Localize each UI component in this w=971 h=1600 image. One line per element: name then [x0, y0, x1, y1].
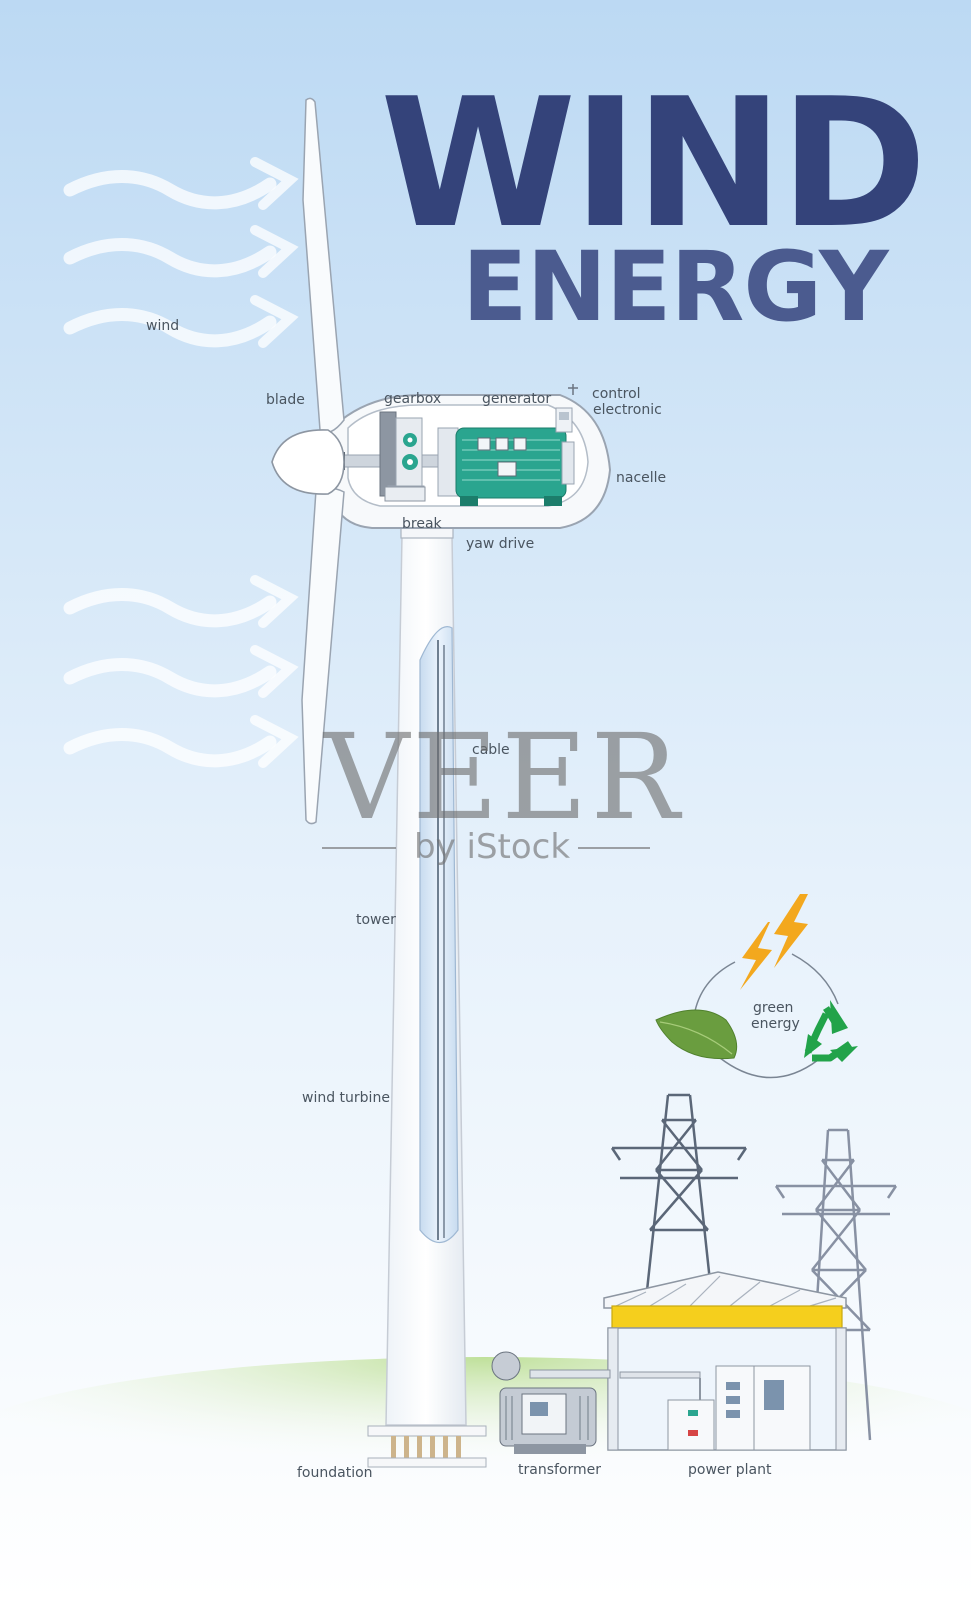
label-power-plant: power plant	[688, 1462, 772, 1478]
foundation	[367, 1425, 487, 1468]
leaf-icon	[655, 1009, 738, 1060]
pylon-icon	[774, 1128, 898, 1441]
wind-arrow-icon	[63, 225, 299, 278]
label-foundation: foundation	[297, 1465, 373, 1481]
label-cable: cable	[472, 742, 510, 758]
brake	[384, 486, 426, 502]
label-electronic: electronic	[593, 402, 662, 418]
watermark-brand: VEER	[322, 708, 682, 846]
wind-arrow-icon	[63, 295, 299, 348]
label-blade: blade	[266, 392, 305, 408]
label-break: break	[402, 516, 443, 532]
tower	[385, 534, 467, 1426]
wind-arrow-icon	[63, 715, 299, 768]
wind-arrow-icon	[63, 575, 299, 628]
label-gearbox: gearbox	[384, 391, 441, 407]
label-nacelle: nacelle	[616, 470, 666, 486]
control-electronics	[555, 384, 578, 433]
label-tower: tower	[356, 912, 396, 928]
rotor-hub	[271, 429, 345, 495]
wind-arrow-icon	[63, 157, 299, 210]
label-transformer: transformer	[518, 1462, 601, 1478]
label-yaw-drive: yaw drive	[466, 536, 534, 552]
watermark: VEER by iStock	[322, 708, 682, 867]
label-generator: generator	[482, 391, 551, 407]
lightning-icon	[740, 922, 772, 990]
label-control: control	[592, 386, 641, 402]
power-plant	[603, 1271, 847, 1451]
rotor	[271, 97, 345, 825]
title-wind: WIND	[380, 60, 923, 267]
crane-icon	[611, 1305, 843, 1329]
label-wind: wind	[146, 318, 179, 334]
lightning-icon	[774, 894, 808, 968]
green-energy-cycle	[655, 894, 858, 1079]
wind-arrows	[63, 157, 299, 768]
wind-arrow-icon	[63, 645, 299, 698]
watermark-sub: by iStock	[414, 827, 570, 867]
pylon-icon	[610, 1093, 748, 1301]
transformer	[491, 1351, 701, 1454]
label-energy: energy	[751, 1016, 800, 1032]
generator	[437, 427, 575, 506]
label-green: green	[753, 1000, 793, 1016]
label-wind-turbine: wind turbine	[302, 1090, 390, 1106]
title-energy: ENERGY	[462, 231, 890, 343]
